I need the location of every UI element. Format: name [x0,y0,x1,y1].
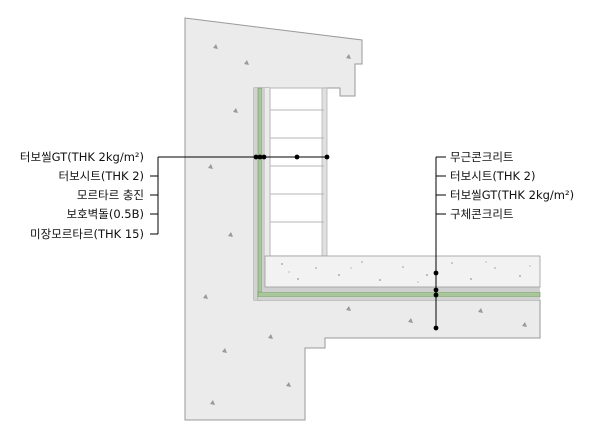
unreinforced-concrete [264,255,541,288]
concrete-aggregate-marks [203,44,531,405]
sheet-wall [262,88,265,300]
label-protective-brick: 보호벽돌(0.5B) [67,207,144,221]
protective-brick [269,87,328,257]
membrane-gt-floor [257,291,541,298]
label-mortar-infill: 모르타르 충진 [77,188,144,202]
right-leader-dots [433,270,439,331]
label-turboseal-gt-right: 터보씰GT(THK 2kg/m²) [450,188,574,202]
left-leader-dots [253,154,330,160]
sheet-floor [262,287,540,292]
plaster-mortar-wall [254,88,258,300]
membrane-gt-wall [257,87,263,301]
label-turbo-sheet-left: 터보시트(THK 2) [59,169,144,183]
label-turbo-sheet-right: 터보시트(THK 2) [450,169,535,183]
label-structural-concrete: 구체콘크리트 [450,207,513,221]
right-leaders [435,156,446,328]
label-turboseal-gt-left: 터보씰GT(THK 2kg/m²) [20,150,144,164]
label-plaster-mortar: 미장모르타르(THK 15) [30,227,144,241]
mortar-infill [265,88,270,256]
plaster-mortar-floor [258,297,540,300]
label-unreinforced-concrete: 무근콘크리트 [450,150,513,164]
